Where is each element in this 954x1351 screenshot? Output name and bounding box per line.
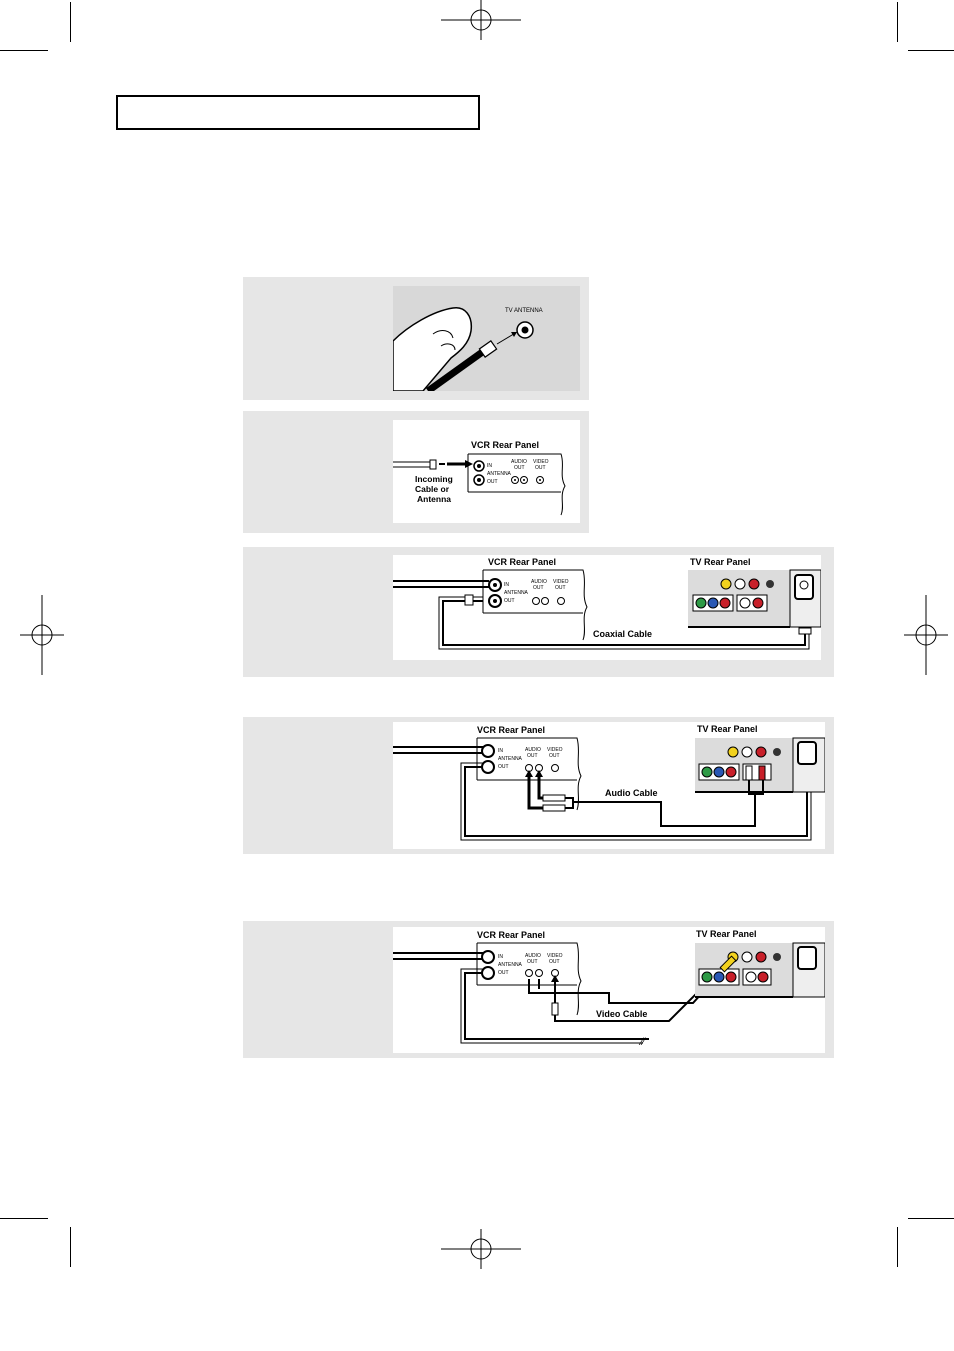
svg-text:IN: IN bbox=[498, 954, 503, 960]
audio-out-label: AUDIO bbox=[511, 459, 527, 465]
tv-antenna-label: TV ANTENNA bbox=[505, 308, 543, 314]
tv-panel-title: TV Rear Panel bbox=[696, 929, 757, 939]
incoming-label: Antenna bbox=[417, 494, 451, 504]
tv-panel-title: TV Rear Panel bbox=[690, 557, 751, 567]
svg-text:OUT: OUT bbox=[549, 753, 560, 759]
antenna-label: ANTENNA bbox=[487, 471, 512, 477]
vcr-panel-title: VCR Rear Panel bbox=[471, 440, 539, 450]
svg-text:AUDIO: AUDIO bbox=[531, 579, 547, 585]
svg-text:OUT: OUT bbox=[527, 753, 538, 759]
svg-text:⁄⁄: ⁄⁄ bbox=[638, 1036, 647, 1048]
svg-text:OUT: OUT bbox=[498, 970, 509, 976]
svg-text:VIDEO: VIDEO bbox=[547, 747, 563, 753]
svg-text:IN: IN bbox=[504, 582, 509, 588]
cable-label: Audio Cable bbox=[605, 788, 658, 798]
svg-text:ANTENNA: ANTENNA bbox=[498, 962, 523, 968]
vcr-panel-title: VCR Rear Panel bbox=[477, 725, 545, 735]
incoming-label: Incoming bbox=[415, 474, 453, 484]
svg-text:OUT: OUT bbox=[549, 959, 560, 965]
cable-label: Coaxial Cable bbox=[593, 629, 652, 639]
svg-text:AUDIO: AUDIO bbox=[525, 953, 541, 959]
vcr-panel-title: VCR Rear Panel bbox=[477, 930, 545, 940]
video-out-label: OUT bbox=[535, 465, 546, 471]
incoming-label: Cable or bbox=[415, 484, 450, 494]
audio-out-label: OUT bbox=[514, 465, 525, 471]
svg-text:IN: IN bbox=[498, 748, 503, 754]
svg-text:ANTENNA: ANTENNA bbox=[498, 756, 523, 762]
vcr-input-diagram: VCR Rear Panel IN ANTENNA OUT AUDIO OUT … bbox=[393, 440, 566, 516]
vcr-panel-title: VCR Rear Panel bbox=[488, 557, 556, 567]
video-out-label: VIDEO bbox=[533, 459, 549, 465]
svg-text:OUT: OUT bbox=[555, 585, 566, 591]
svg-text:AUDIO: AUDIO bbox=[525, 747, 541, 753]
vcr-input-figure: VCR Rear Panel IN ANTENNA OUT AUDIO OUT … bbox=[393, 420, 580, 523]
antenna-illustration: TV ANTENNA bbox=[392, 307, 543, 394]
page-title-box bbox=[116, 95, 480, 130]
antenna-figure: TV ANTENNA bbox=[392, 286, 580, 394]
cable-label: Video Cable bbox=[596, 1009, 647, 1019]
svg-text:OUT: OUT bbox=[498, 764, 509, 770]
svg-text:VIDEO: VIDEO bbox=[547, 953, 563, 959]
svg-text:OUT: OUT bbox=[533, 585, 544, 591]
out-label: OUT bbox=[487, 479, 498, 485]
svg-text:OUT: OUT bbox=[527, 959, 538, 965]
in-label: IN bbox=[487, 463, 492, 469]
tv-panel-title: TV Rear Panel bbox=[697, 724, 758, 734]
svg-text:VIDEO: VIDEO bbox=[553, 579, 569, 585]
svg-text:ANTENNA: ANTENNA bbox=[504, 590, 529, 596]
svg-text:OUT: OUT bbox=[504, 598, 515, 604]
